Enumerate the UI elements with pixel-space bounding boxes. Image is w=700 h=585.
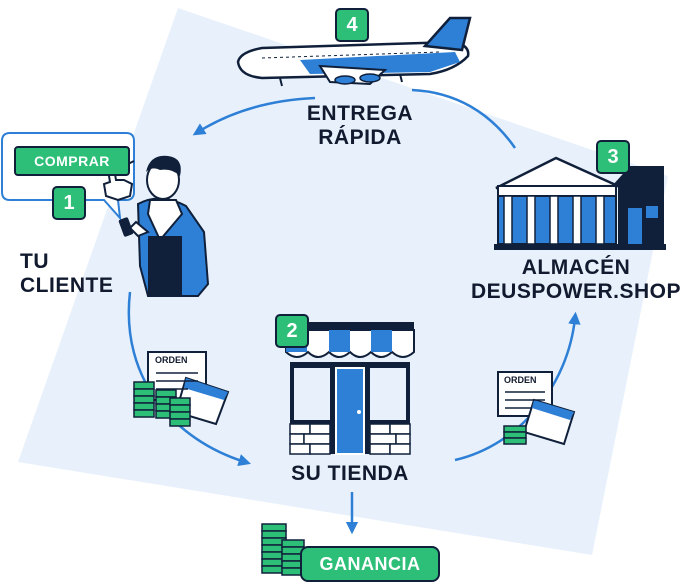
step-1-title-line2: CLIENTE (20, 274, 114, 297)
step-2-badge: 2 (275, 314, 309, 348)
money-stack-icon-left (133, 381, 191, 427)
step-3-badge: 3 (596, 140, 630, 174)
money-stack-icon-profit (261, 523, 305, 576)
person-icon (118, 155, 210, 297)
step-1-badge: 1 (52, 186, 86, 220)
step-3-title-line1: ALMACÉN (521, 256, 631, 279)
step-1-title-line1: TU (20, 250, 49, 273)
order-label-left: ORDEN (155, 355, 188, 365)
warehouse-icon (494, 156, 666, 250)
step-4-badge: 4 (335, 8, 369, 42)
airplane-icon (236, 16, 472, 87)
ganancia-label: GANANCIA (300, 546, 440, 582)
arrow-plane-to-client (192, 96, 316, 136)
step-4-title-line2: RÁPIDA (318, 126, 402, 149)
step-4-title-line1: ENTREGA (306, 102, 414, 125)
step-3-title: ALMACÉN DEUSPOWER.SHOP (458, 256, 694, 304)
step-2-title: SU TIENDA (291, 462, 409, 485)
step-1-title: TU CLIENTE (20, 250, 113, 298)
step-3-title-line2: DEUSPOWER.SHOP (470, 280, 682, 303)
money-stack-icon-right (503, 425, 527, 445)
comprar-button[interactable]: COMPRAR (14, 146, 130, 176)
arrow-warehouse-to-plane (411, 88, 517, 149)
order-document-icon-right (497, 371, 576, 446)
order-label-right: ORDEN (504, 375, 537, 385)
step-4-title: ENTREGA RÁPIDA (290, 102, 430, 150)
